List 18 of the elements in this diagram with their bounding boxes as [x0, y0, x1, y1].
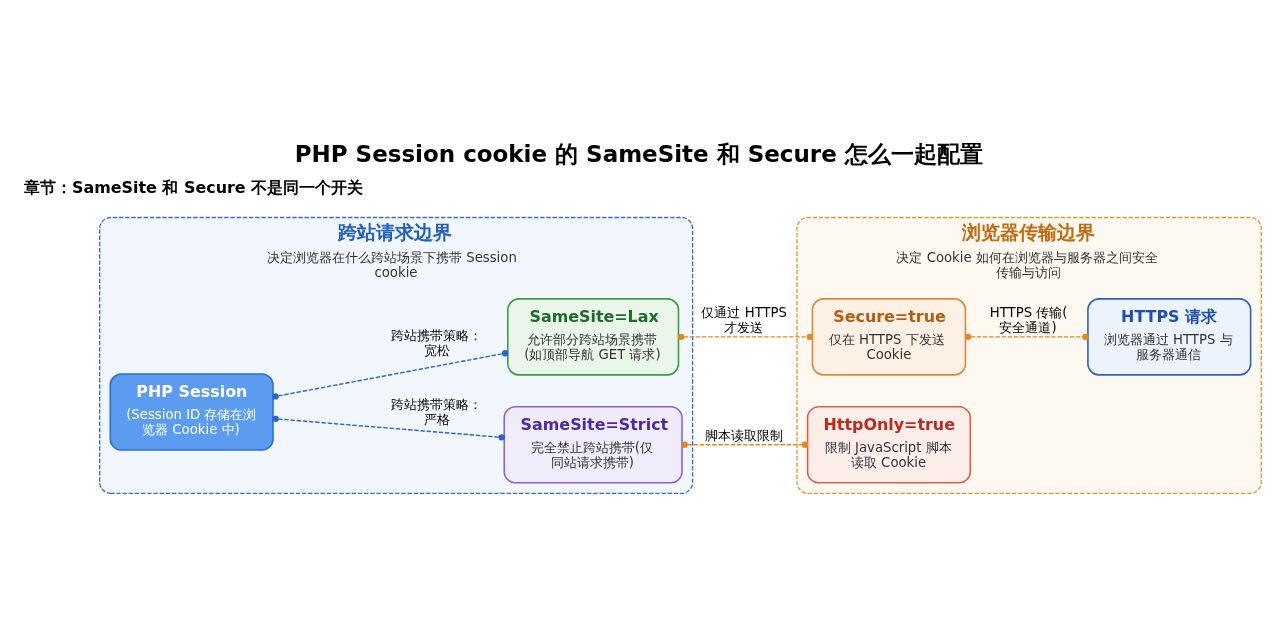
- connector: [964, 333, 1089, 340]
- node-box: SameSite=Strict 完全禁止跨站携带(仅同站请求携带): [503, 405, 683, 484]
- connector: [272, 415, 505, 440]
- edge-label: 跨站携带策略：宽松: [391, 327, 483, 358]
- node-box: SameSite=Lax 允许部分跨站场景携带(如顶部导航 GET 请求): [507, 297, 680, 376]
- edge-label: 脚本读取限制: [704, 427, 783, 443]
- edge-label: HTTPS 传输(安全通道): [989, 304, 1068, 335]
- node-box: Secure=true 仅在 HTTPS 下发送 Cookie: [811, 297, 967, 376]
- node-box: HTTPS 请求 浏览器通过 HTTPS 与服务器通信: [1087, 297, 1252, 376]
- node-box: PHP Session (Session ID 存储在浏览器 Cookie 中): [109, 372, 274, 451]
- node-box: HttpOnly=true 限制 JavaScript 脚本读取 Cookie: [806, 405, 972, 484]
- diagram-title: PHP Session cookie 的 SameSite 和 Secure 怎么一起配置: [294, 140, 983, 167]
- connector: [272, 349, 509, 400]
- connector: [681, 441, 809, 448]
- label: 章节：SameSite 和 Secure 不是同一个开关: [24, 177, 364, 197]
- edge-label: 跨站携带策略：严格: [391, 396, 483, 427]
- edge-label: 仅通过 HTTPS 才发送: [701, 304, 787, 335]
- connector: [677, 333, 813, 340]
